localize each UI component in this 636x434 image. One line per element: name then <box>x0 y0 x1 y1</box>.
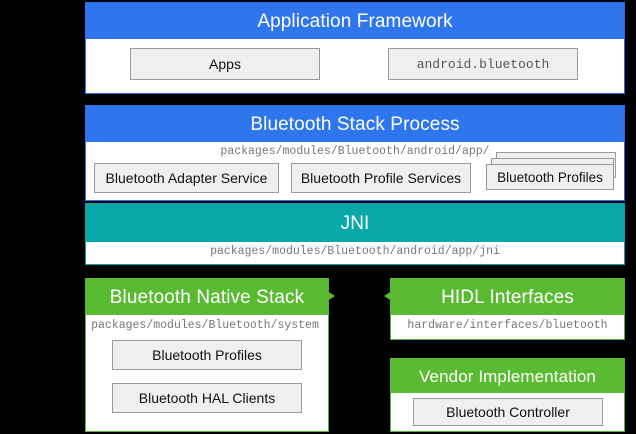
vendor-implementation-body: Bluetooth Controller <box>391 393 624 431</box>
layer-jni: JNI packages/modules/Bluetooth/android/a… <box>85 203 625 265</box>
bluetooth-hal-clients-box[interactable]: Bluetooth HAL Clients <box>112 383 302 413</box>
bluetooth-profiles-stack[interactable]: Bluetooth Profiles <box>486 152 621 196</box>
layer-vendor-implementation: Vendor Implementation Bluetooth Controll… <box>390 358 625 432</box>
bluetooth-adapter-service-box[interactable]: Bluetooth Adapter Service <box>94 163 279 193</box>
bluetooth-controller-box[interactable]: Bluetooth Controller <box>413 398 603 426</box>
bluetooth-stack-process-body: packages/modules/Bluetooth/android/app/ … <box>86 142 624 200</box>
hidl-interfaces-path: hardware/interfaces/bluetooth <box>407 319 608 332</box>
application-framework-body: Apps android.bluetooth <box>86 39 624 93</box>
hidl-interfaces-header: HIDL Interfaces <box>391 279 624 315</box>
android-bluetooth-box[interactable]: android.bluetooth <box>388 48 578 80</box>
layer-bluetooth-stack-process: Bluetooth Stack Process packages/modules… <box>85 105 625 201</box>
bluetooth-profiles-box[interactable]: Bluetooth Profiles <box>112 340 302 370</box>
bluetooth-stack-process-path: packages/modules/Bluetooth/android/app/ <box>220 145 490 158</box>
hidl-interfaces-body: hardware/interfaces/bluetooth <box>391 315 624 339</box>
native-stack-arrow-icon <box>329 292 335 300</box>
bluetooth-profiles-card-front[interactable]: Bluetooth Profiles <box>486 164 614 190</box>
layer-application-framework: Application Framework Apps android.bluet… <box>85 2 625 94</box>
bluetooth-stack-process-header: Bluetooth Stack Process <box>86 106 624 142</box>
apps-box[interactable]: Apps <box>130 48 320 80</box>
jni-path: packages/modules/Bluetooth/android/app/j… <box>210 245 500 258</box>
bluetooth-profile-services-box[interactable]: Bluetooth Profile Services <box>291 163 471 193</box>
application-framework-header: Application Framework <box>86 3 624 39</box>
bluetooth-native-stack-header: Bluetooth Native Stack <box>86 279 328 315</box>
layer-hidl-interfaces: HIDL Interfaces hardware/interfaces/blue… <box>390 278 625 340</box>
bluetooth-native-stack-body: packages/modules/Bluetooth/system Blueto… <box>86 315 328 431</box>
layer-bluetooth-native-stack: Bluetooth Native Stack packages/modules/… <box>85 278 329 432</box>
jni-body: packages/modules/Bluetooth/android/app/j… <box>86 242 624 264</box>
bluetooth-native-stack-path: packages/modules/Bluetooth/system <box>91 319 319 332</box>
hidl-interfaces-arrow-icon <box>384 292 390 300</box>
vendor-implementation-header: Vendor Implementation <box>391 359 624 393</box>
jni-header: JNI <box>86 204 624 242</box>
